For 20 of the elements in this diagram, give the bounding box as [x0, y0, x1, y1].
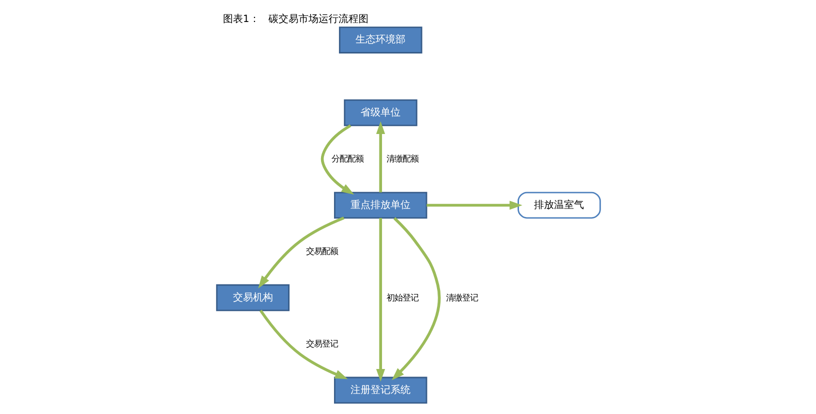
arrow [376, 218, 385, 382]
arrow [320, 124, 354, 195]
node-box: 省级单位 [343, 99, 417, 126]
arrow [376, 121, 385, 192]
edge-label: 交易登记 [306, 338, 338, 349]
edge-label: 交易配额 [306, 246, 338, 256]
arrow [258, 310, 348, 380]
edge-label: 清缴配额 [386, 154, 418, 164]
arrow [258, 216, 344, 288]
node-box: 生态环境部 [338, 26, 422, 54]
node-box: 排放温室气 [517, 192, 600, 219]
arrow [391, 217, 440, 380]
node-box: 注册登记系统 [334, 376, 427, 404]
arrow [426, 200, 522, 210]
edge-label: 初始登记 [386, 292, 418, 302]
diagram-title: 图表1： 碳交易市场运行流程图 [222, 14, 368, 25]
edge-label: 分配配额 [331, 154, 364, 164]
edge-label: 清缴登记 [445, 292, 478, 302]
node-box: 重点排放单位 [334, 192, 427, 219]
node-box: 交易机构 [216, 284, 290, 312]
